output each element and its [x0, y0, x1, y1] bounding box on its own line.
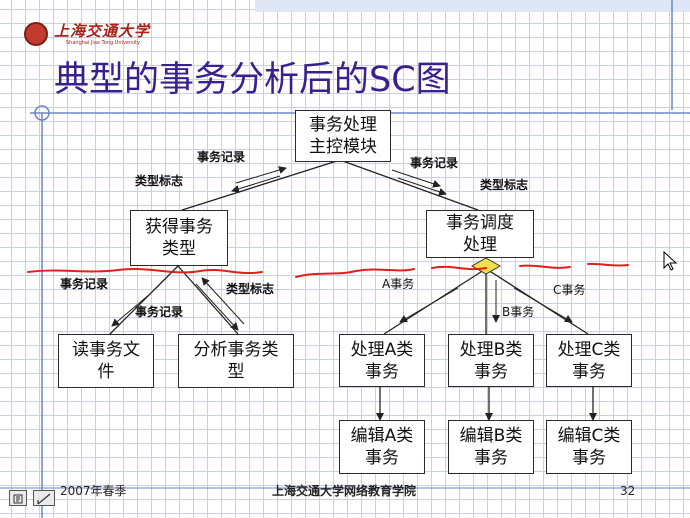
node-analyze-type: 分析事务类 型 [178, 334, 294, 388]
node-edit-b: 编辑B类 事务 [448, 420, 534, 474]
logo-text-en: Shanghai Jiao Tong University [66, 40, 140, 46]
node-root: 事务处理 主控模块 [295, 110, 391, 162]
label-a-tx: A事务 [382, 277, 415, 291]
logo: 上海交通大学 Shanghai Jiao Tong University [24, 22, 160, 50]
label-flag-left-top: 类型标志 [135, 174, 184, 188]
node-read-file: 读事务文 件 [58, 334, 154, 388]
flow-flag-left-top [231, 175, 281, 193]
slide-menu-icon [13, 494, 23, 504]
slide-menu-button[interactable] [9, 490, 27, 506]
node-edit-c: 编辑C类 事务 [546, 420, 632, 474]
footer-term: 2007年春季 [60, 484, 127, 498]
edge-root-dispatch [339, 159, 479, 211]
label-b-tx: B事务 [502, 305, 535, 319]
decision-diamond [470, 257, 502, 275]
flow-rec-right-top [391, 169, 441, 188]
flow-rec-left-top [235, 166, 287, 184]
flow-flag-mid-mid [201, 277, 245, 325]
footer-page-number: 32 [620, 484, 636, 498]
node-proc-a: 处理A类 事务 [339, 334, 425, 387]
label-rec-left-top: 事务记录 [197, 150, 246, 164]
edge-get-read [109, 265, 179, 335]
pen-tool-button[interactable] [33, 490, 55, 506]
node-edit-a: 编辑A类 事务 [339, 420, 425, 474]
label-rec-right-top: 事务记录 [410, 156, 459, 170]
top-band [255, 0, 690, 12]
node-proc-c: 处理C类 事务 [546, 334, 632, 387]
flow-c-tx [513, 287, 573, 323]
mouse-cursor-icon [663, 250, 678, 271]
footer-school: 上海交通大学网络教育学院 [272, 484, 417, 498]
slide-title: 典型的事务分析后的SC图 [54, 60, 451, 100]
node-dispatch: 事务调度 处理 [426, 210, 534, 258]
flow-flag-right-top [397, 177, 447, 196]
label-rec-mid-mid: 事务记录 [135, 305, 184, 319]
flow-rec-mid-mid [195, 283, 239, 331]
pen-tool-icon [37, 493, 51, 505]
red-annotation-line [27, 262, 629, 278]
logo-text-cn: 上海交通大学 [54, 22, 151, 40]
label-flag-right-top: 类型标志 [480, 178, 529, 192]
university-seal-icon [24, 22, 48, 46]
label-rec-left-mid: 事务记录 [60, 277, 109, 291]
edge-root-get [181, 159, 341, 211]
flow-rec-left-mid [111, 293, 151, 327]
node-proc-b: 处理B类 事务 [448, 334, 534, 387]
edge-get-analyze [177, 265, 239, 335]
label-flag-mid-mid: 类型标志 [226, 282, 275, 296]
label-c-tx: C事务 [553, 283, 586, 297]
flow-a-tx [399, 287, 459, 323]
node-get-type: 获得事务 类型 [130, 210, 228, 266]
